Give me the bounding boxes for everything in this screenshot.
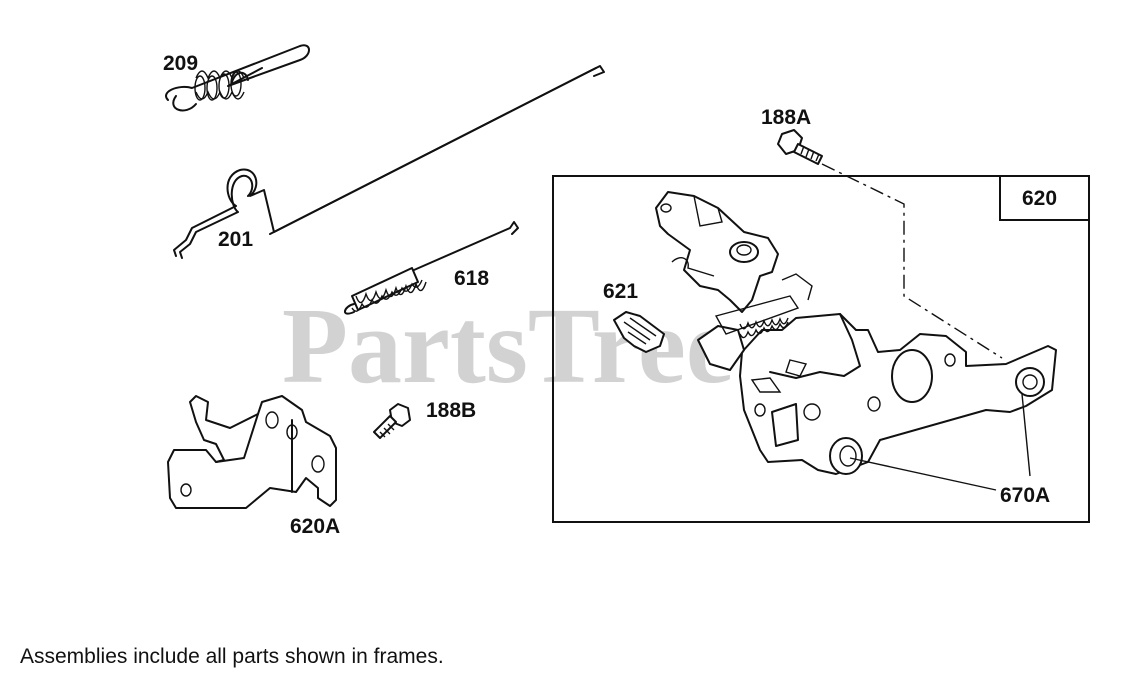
part-621-clip[interactable] bbox=[613, 311, 665, 353]
callout-621: 621 bbox=[603, 280, 638, 303]
assembly-line-188A bbox=[821, 163, 1003, 359]
callout-209: 209 bbox=[163, 52, 198, 75]
part-620A-bracket[interactable] bbox=[167, 395, 337, 509]
part-188B-screw[interactable] bbox=[373, 403, 411, 439]
callout-620A: 620A bbox=[290, 515, 340, 538]
callout-188B: 188B bbox=[426, 399, 476, 422]
leader-670A-b bbox=[1021, 393, 1031, 477]
part-209-spring-clip[interactable] bbox=[165, 44, 310, 112]
part-618-spring[interactable] bbox=[344, 221, 519, 315]
callout-201: 201 bbox=[218, 228, 253, 251]
assembly-frame-620[interactable] bbox=[552, 175, 1090, 523]
callout-670A: 670A bbox=[1000, 484, 1050, 507]
governor-control-assembly[interactable] bbox=[655, 191, 1057, 475]
callout-188A: 188A bbox=[761, 106, 811, 129]
frame-label: 620 bbox=[1022, 187, 1057, 210]
frame-label-box bbox=[999, 175, 1090, 221]
part-201-governor-link[interactable] bbox=[173, 65, 605, 259]
callout-618: 618 bbox=[454, 267, 489, 290]
part-188A-screw[interactable] bbox=[777, 129, 823, 165]
leader-670A-a bbox=[849, 457, 997, 491]
footnote: Assemblies include all parts shown in fr… bbox=[20, 645, 444, 668]
